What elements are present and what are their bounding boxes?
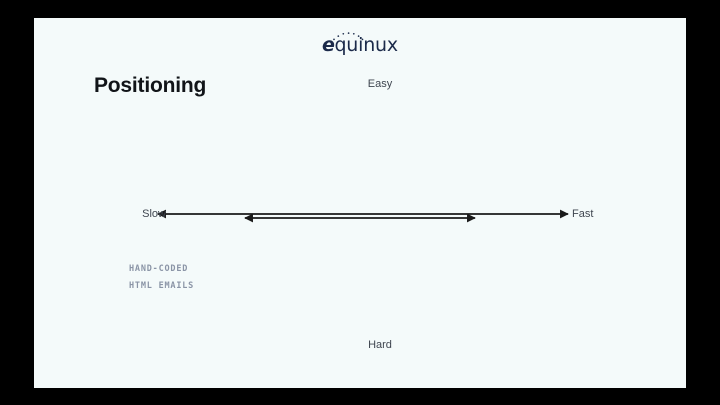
page-title: Positioning [94,74,207,97]
axis-label-slow: Slow [142,208,166,220]
axis-label-fast: Fast [572,208,594,220]
annotation-hand-coded-html-emails: HAND-CODED HTML EMAILS [129,261,194,295]
annotation-line-2: HTML EMAILS [129,281,195,291]
axis-label-hard: Hard [368,339,392,351]
quadrant-axes-chart [157,209,569,223]
slide-canvas: equinux Positioning Easy [34,18,686,388]
annotation-line-1: HAND-CODED [129,264,189,274]
axis-label-easy: Easy [367,78,393,90]
